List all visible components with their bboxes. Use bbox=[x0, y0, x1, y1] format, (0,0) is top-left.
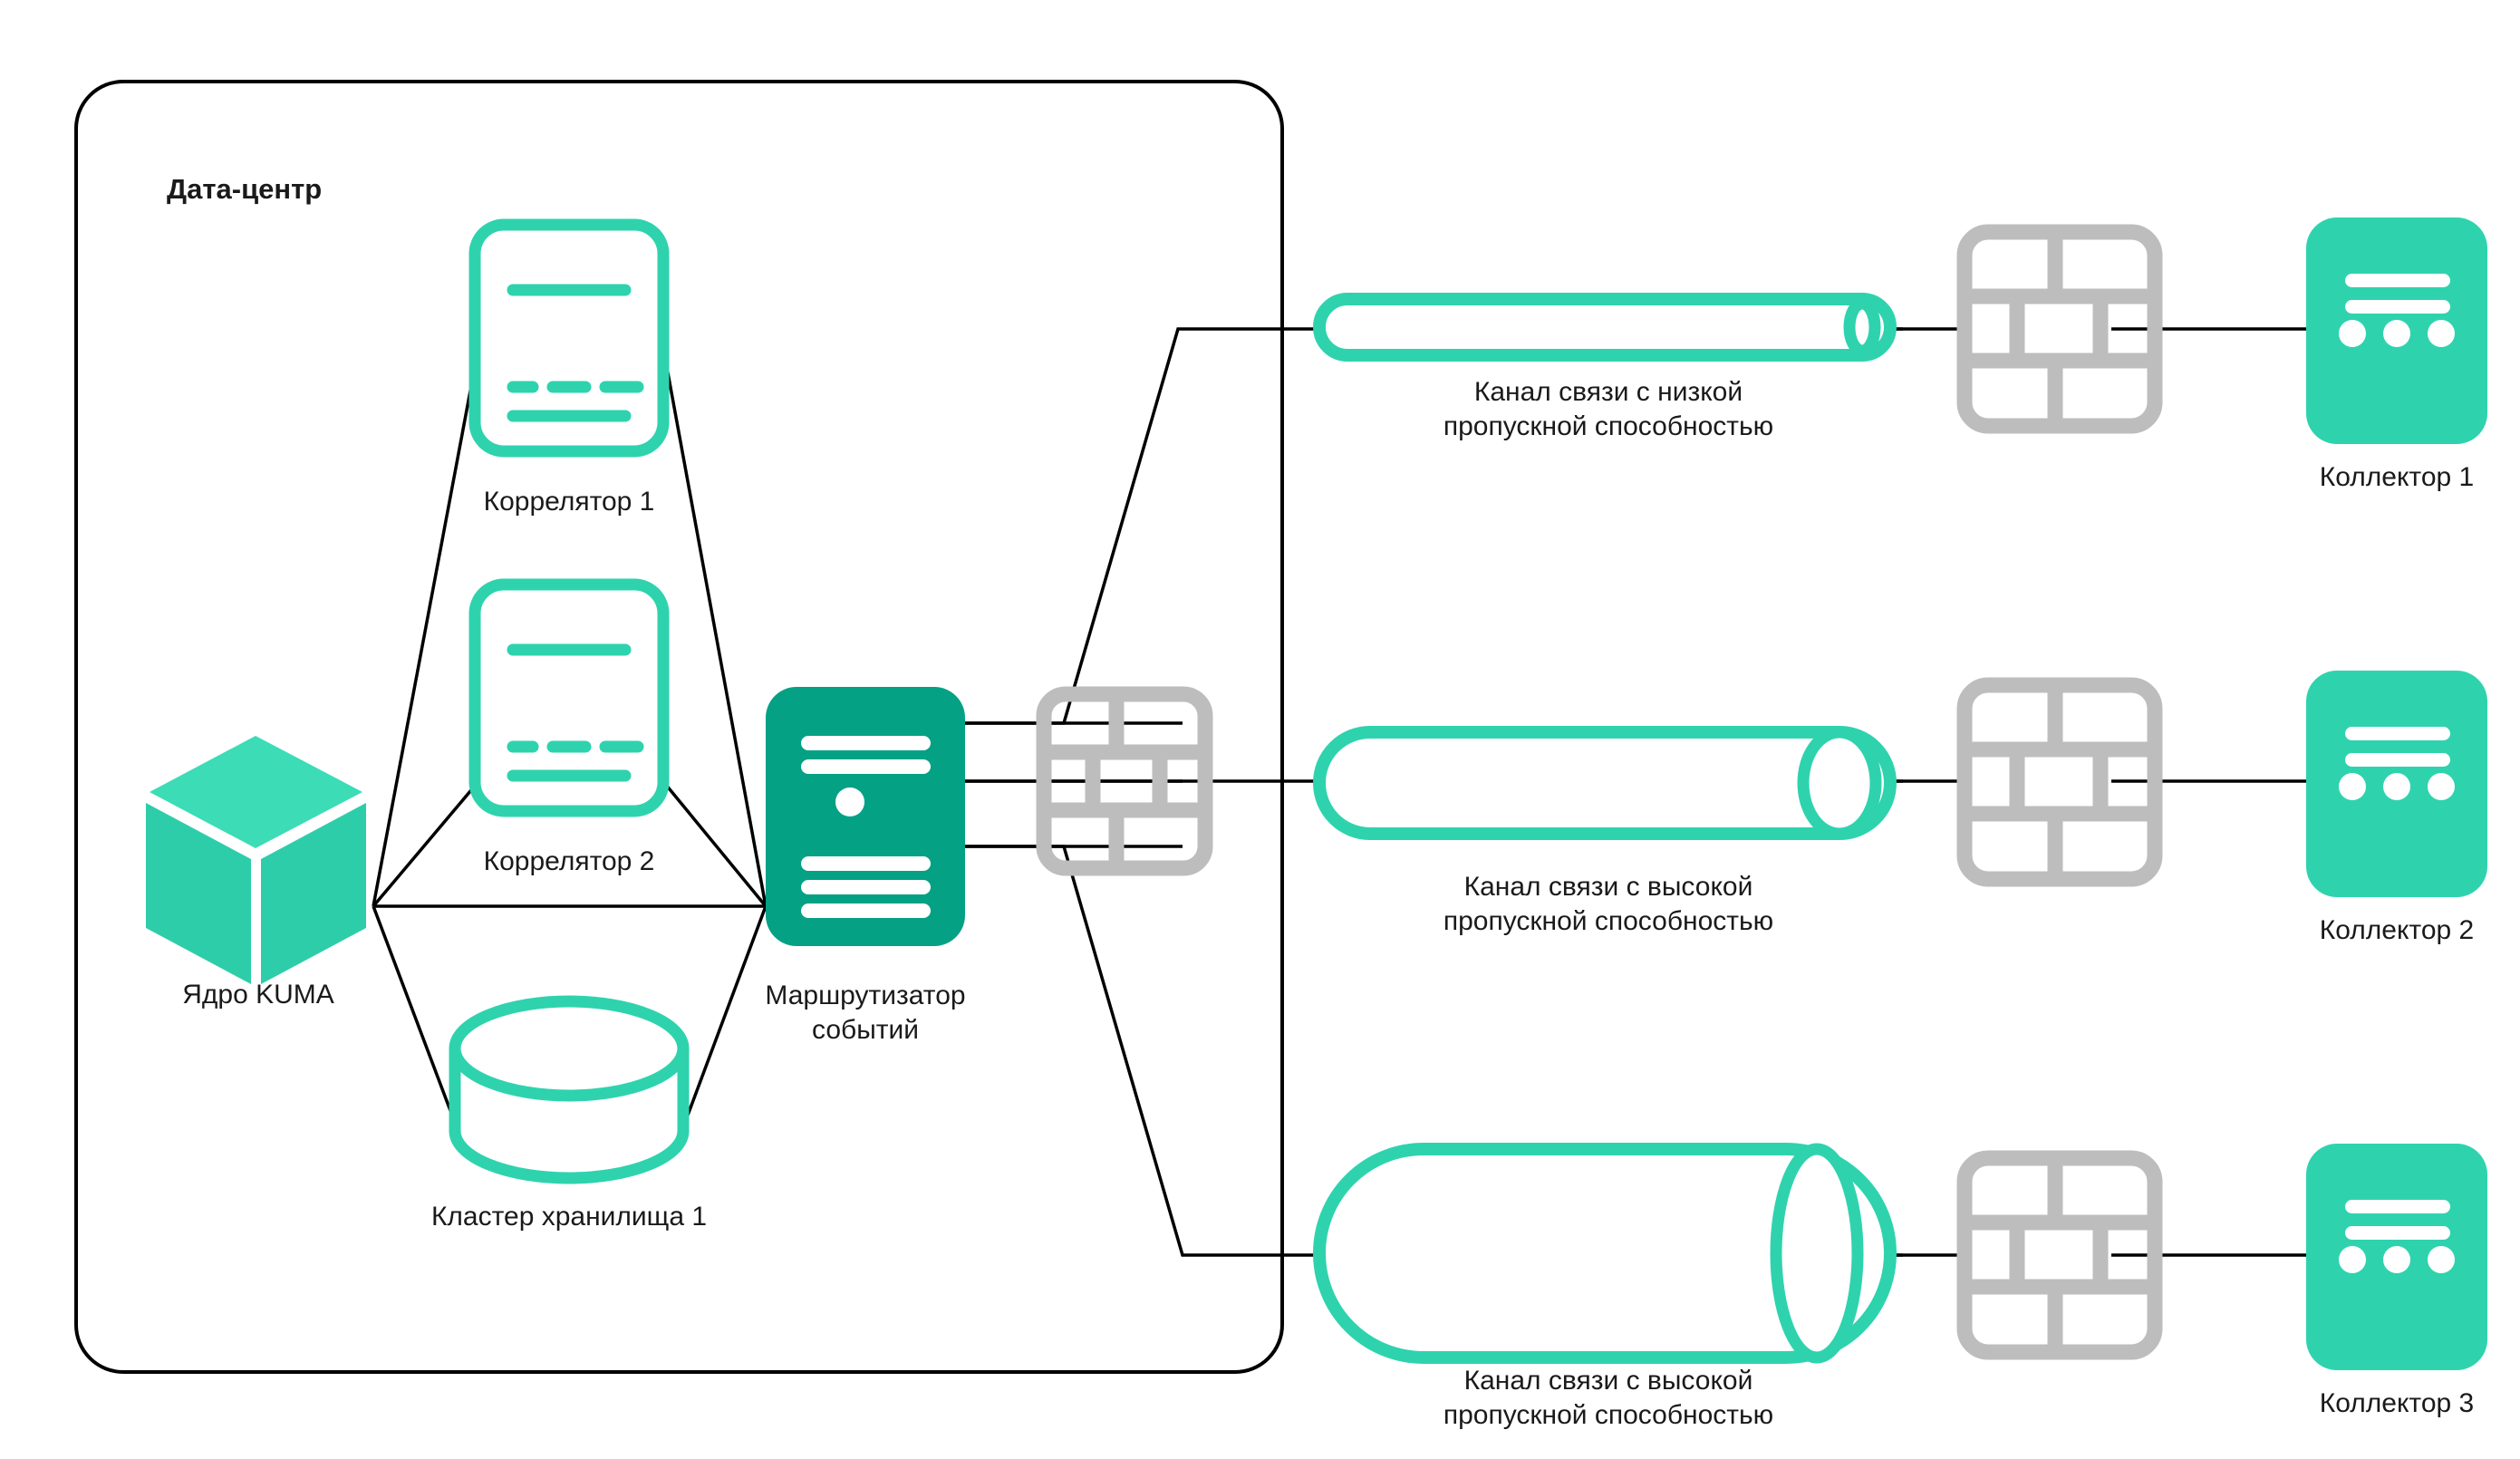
datacenter-boundary bbox=[74, 80, 1284, 1374]
server-icon bbox=[766, 687, 965, 946]
correlator-icon bbox=[468, 578, 670, 817]
correlator-icon bbox=[468, 218, 670, 458]
pipe-wide-icon bbox=[1313, 1143, 1897, 1364]
pipe-wide-icon bbox=[1313, 726, 1897, 840]
collector-label-3: Коллектор 3 bbox=[2319, 1388, 2475, 1418]
firewall-brick-icon bbox=[1956, 1150, 2163, 1360]
edge-dc-to-channel-high2 bbox=[961, 845, 1318, 1257]
channel-label-low: Канал связи с низкой пропускной способно… bbox=[1443, 377, 1774, 441]
collector-icon bbox=[2306, 217, 2487, 444]
firewall-brick-icon bbox=[1956, 677, 2163, 887]
collector-icon bbox=[2306, 1144, 2487, 1370]
node-label-kuma-core: Ядро KUMA bbox=[182, 980, 334, 1010]
firewall-brick-icon bbox=[1956, 224, 2163, 434]
datacenter-label: Дата-центр bbox=[167, 173, 323, 205]
edge-dc-to-channel-low bbox=[961, 327, 1318, 725]
cube-icon bbox=[146, 736, 366, 984]
edge-core-to-correlator1 bbox=[372, 337, 482, 907]
database-cylinder-icon bbox=[449, 995, 690, 1184]
edge-correlator1-to-router bbox=[660, 337, 768, 907]
edge-core-to-storage bbox=[372, 905, 464, 1143]
node-label-event-router: Маршрутизатор событий bbox=[765, 981, 966, 1045]
collector-label-1: Коллектор 1 bbox=[2319, 462, 2475, 492]
pipe-thin-icon bbox=[1313, 293, 1897, 362]
node-label-storage-1: Кластер хранилища 1 bbox=[430, 1202, 708, 1232]
node-label-correlator-2: Коррелятор 2 bbox=[483, 846, 655, 876]
edge-core-to-correlator2 bbox=[372, 778, 482, 908]
collector-icon bbox=[2306, 671, 2487, 897]
firewall-brick-icon bbox=[1036, 686, 1213, 876]
node-label-correlator-1: Коррелятор 1 bbox=[483, 487, 655, 517]
edge-correlator2-to-router bbox=[660, 778, 768, 908]
channel-label-high-1: Канал связи с высокой пропускной способн… bbox=[1443, 872, 1774, 936]
collector-label-2: Коллектор 2 bbox=[2319, 915, 2475, 945]
edge-storage-to-router bbox=[676, 905, 768, 1143]
channel-label-high-2: Канал связи с высокой пропускной способн… bbox=[1443, 1366, 1774, 1430]
